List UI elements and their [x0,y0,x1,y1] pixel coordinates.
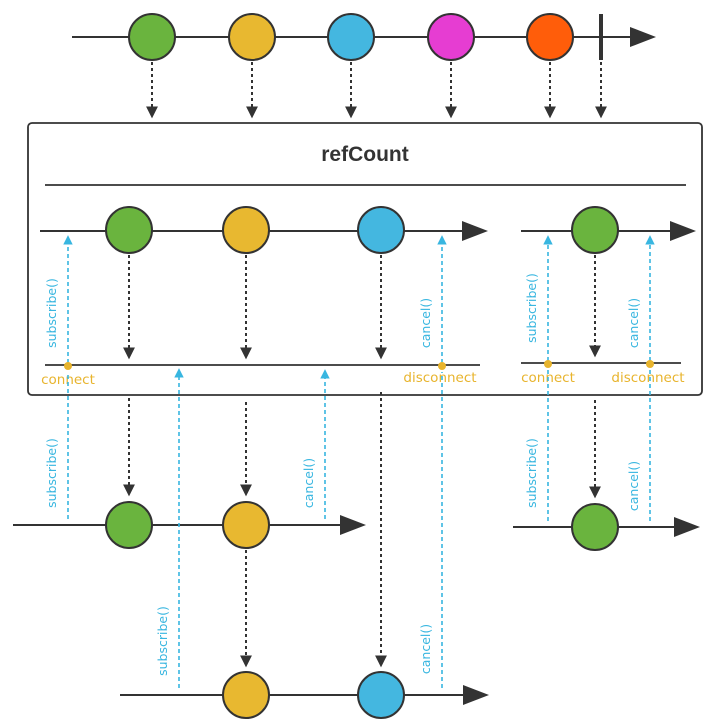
inner-control-labels: subscribe() cancel() subscribe() cancel(… [44,273,641,348]
inner-emission-arrows [123,255,601,360]
subscriber-a-timeline [13,501,366,549]
disconnect-dot-2 [646,360,654,368]
label-cancel-a: cancel() [301,458,316,508]
connect-dot-1 [64,362,72,370]
subscriber-a-marble-yellow [222,501,270,549]
source-marble-magenta [427,13,475,61]
disconnect-dot-1 [438,362,446,370]
label-subscribe-inner-1: subscribe() [44,278,59,348]
connection1-marble-yellow [222,206,270,254]
subscriber-b-marble-yellow [222,671,270,719]
label-disconnect-2: disconnect [611,370,684,386]
connection1-marble-blue [357,206,405,254]
first-connection-timeline [40,206,488,254]
source-timeline [72,13,656,61]
subscriber-c-marble-green [571,503,619,551]
subscriber-c-timeline [513,503,700,551]
subscriber-b-timeline [120,671,489,719]
downstream-control-labels: subscribe() cancel() subscribe() cancel(… [44,438,641,676]
source-marble-green [128,13,176,61]
label-subscribe-a: subscribe() [44,438,59,508]
source-marble-yellow [228,13,276,61]
connect-dot-2 [544,360,552,368]
label-cancel-inner-2: cancel() [626,298,641,348]
subscriber-a-marble-green [105,501,153,549]
operator-box: refCount [27,122,703,396]
source-to-operator-arrows [146,62,607,119]
connection2-marble-green [571,206,619,254]
second-connection-timeline [521,206,696,254]
downstream-control-arrows [67,368,651,688]
label-connect-1: connect [41,372,95,388]
label-subscribe-inner-2: subscribe() [524,273,539,343]
inner-control-arrows [63,235,655,370]
downstream-emission-arrows [123,392,601,668]
operator-title: refCount [321,143,409,166]
connection1-marble-green [105,206,153,254]
label-subscribe-c: subscribe() [524,438,539,508]
label-disconnect-1: disconnect [403,370,476,386]
label-subscribe-b: subscribe() [155,606,170,676]
label-cancel-c: cancel() [626,461,641,511]
source-marble-blue [327,13,375,61]
source-marble-orange [526,13,574,61]
label-cancel-inner-1: cancel() [418,298,433,348]
label-cancel-b: cancel() [418,624,433,674]
subscriber-b-marble-blue [357,671,405,719]
connection-event-labels: connect disconnect connect disconnect [41,370,685,388]
